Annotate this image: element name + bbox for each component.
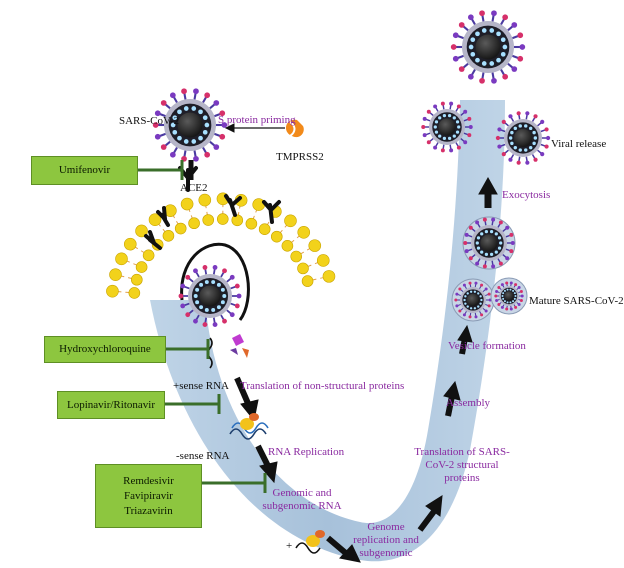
label-assembly: Assembly (446, 397, 490, 410)
virus-vesicle-top (463, 217, 515, 269)
virus-vesicle-left (452, 279, 494, 321)
label-translation-nonstructural: Translation of non-structural proteins (240, 380, 404, 393)
label-tmprss2: TMPRSS2 (276, 151, 324, 164)
drug-lopinavir-ritonavir: Lopinavir/Ritonavir (57, 391, 165, 419)
drug-label: Triazavirin (124, 504, 172, 519)
label-exocytosis: Exocytosis (502, 189, 550, 202)
label-genomic-subgenomic: Genomic and subgenomic RNA (262, 487, 342, 513)
drug-label: Lopinavir/Ritonavir (67, 398, 155, 413)
drug-label: Umifenovir (59, 163, 110, 178)
label-rna-replication: RNA Replication (268, 446, 344, 459)
label-plus-sense-rna: +sense RNA (173, 380, 229, 393)
drug-group-polymerase: Remdesivir Favipiravir Triazavirin (95, 464, 202, 528)
drug-umifenovir: Umifenovir (31, 156, 138, 185)
drug-label: Favipiravir (124, 489, 173, 504)
label-plus-sign: + (286, 540, 292, 553)
label-minus-sense-rna: -sense RNA (176, 450, 229, 463)
drug-label: Hydroxychloroquine (59, 342, 151, 357)
virus-mature (491, 278, 527, 314)
label-ace2: ACE2 (180, 182, 208, 195)
drug-hydroxychloroquine: Hydroxychloroquine (44, 336, 166, 363)
label-s-protein-priming: S protein priming (218, 114, 296, 127)
protein-icon (230, 334, 249, 358)
label-sars-cov-2: SARS-CoV-2 (119, 115, 179, 128)
label-vesicle-formation: Vesicle formation (448, 340, 526, 353)
label-genome-replication: Genome replication and subgenomic (350, 521, 422, 560)
virus-top (451, 10, 525, 83)
drug-label: Remdesivir (123, 474, 174, 489)
label-mature-sars-cov-2: Mature SARS-CoV-2 (529, 295, 624, 308)
label-translation-structural: Translation of SARS-CoV-2 structural pro… (412, 446, 512, 485)
label-viral-release: Viral release (551, 138, 606, 151)
